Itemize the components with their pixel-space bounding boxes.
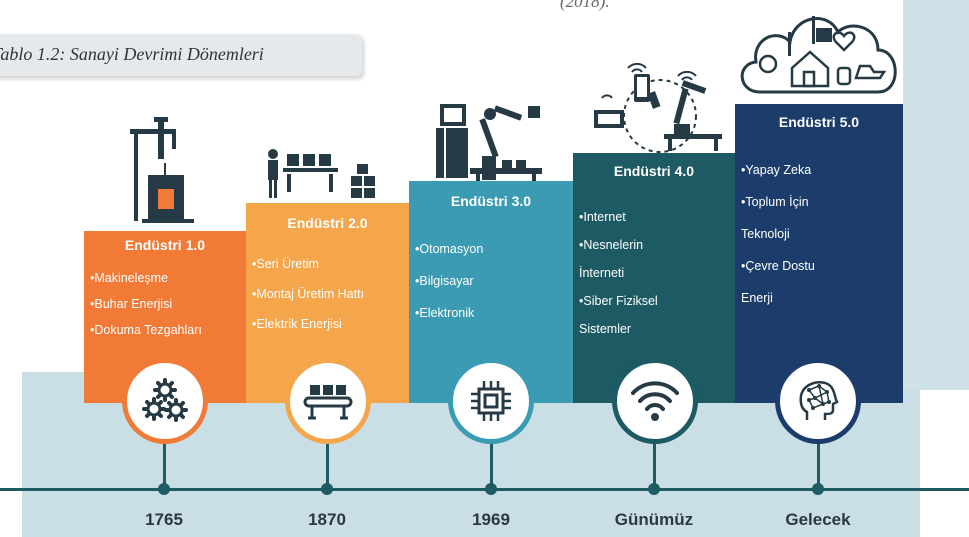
stage-title: Endüstri 2.0 bbox=[287, 215, 368, 231]
stage-icon-circle bbox=[612, 358, 698, 444]
bullet-item: •Otomasyon bbox=[415, 242, 484, 256]
timeline-stem bbox=[490, 440, 493, 490]
conveyor-worker-illustration bbox=[268, 149, 375, 198]
robot-arm-computer-illustration bbox=[436, 104, 542, 186]
iot-devices-illustration bbox=[594, 62, 722, 153]
timeline-stem bbox=[817, 440, 820, 490]
bullet-item: •Elektrik Enerjisi bbox=[252, 317, 342, 331]
year-label: Gelecek bbox=[785, 510, 851, 529]
stage-title: Endüstri 5.0 bbox=[778, 114, 860, 130]
wifi-icon bbox=[631, 381, 679, 421]
bullet-item: •Elektronik bbox=[415, 306, 475, 320]
timeline-dot bbox=[158, 483, 170, 495]
year-label: 1765 bbox=[145, 510, 183, 529]
stage-bullets: •Otomasyon •Bilgisayar •Elektronik bbox=[415, 233, 571, 329]
stage-endustri-2: Endüstri 2.0 •Seri Üretim •Montaj Üretim… bbox=[246, 203, 409, 403]
stage-icon-circle bbox=[285, 358, 371, 444]
stage-endustri-4: Endüstri 4.0 •Internet •Nesnelerin İnter… bbox=[573, 153, 735, 403]
bullet-item: Sistemler bbox=[579, 322, 632, 336]
year-label: 1870 bbox=[308, 510, 346, 529]
bullet-item: Teknoloji bbox=[741, 227, 790, 241]
timeline-stem bbox=[163, 440, 166, 490]
steam-machine-illustration bbox=[130, 117, 194, 223]
bullet-item: Enerji bbox=[741, 291, 773, 305]
bullet-item: •Yapay Zeka bbox=[741, 163, 812, 177]
timeline-stem bbox=[326, 440, 329, 490]
timeline-stem bbox=[653, 440, 656, 490]
timeline-dot bbox=[485, 483, 497, 495]
timeline-dot bbox=[321, 483, 333, 495]
bullet-item: •Montaj Üretim Hattı bbox=[252, 287, 365, 301]
year-label: 1969 bbox=[472, 510, 510, 529]
bullet-item: •Nesnelerin bbox=[579, 238, 644, 252]
timeline-dot bbox=[812, 483, 824, 495]
timeline-axis bbox=[0, 488, 969, 491]
bullet-item: •Makineleşme bbox=[90, 271, 169, 285]
ai-head-icon bbox=[799, 381, 839, 420]
stage-title: Endüstri 4.0 bbox=[613, 163, 695, 179]
stage-title: Endüstri 1.0 bbox=[124, 237, 206, 253]
conveyor-icon bbox=[303, 385, 353, 420]
timeline-dot bbox=[648, 483, 660, 495]
bullet-item: •Internet bbox=[579, 210, 626, 224]
chip-icon bbox=[471, 381, 511, 421]
stage-icon-circle bbox=[775, 358, 861, 444]
stage-bullets: •Seri Üretim •Montaj Üretim Hattı •Elekt… bbox=[252, 249, 407, 339]
stage-icon-circle bbox=[448, 358, 534, 444]
bullet-item: •Bilgisayar bbox=[415, 274, 474, 288]
stage-endustri-5: Endüstri 5.0 •Yapay Zeka •Toplum İçin Te… bbox=[735, 104, 903, 403]
gears-icon bbox=[142, 378, 188, 422]
stage-bullets: •Makineleşme •Buhar Enerjisi •Dokuma Tez… bbox=[90, 265, 244, 343]
caption-text: Tablo 1.2: Sanayi Devrimi Dönemleri bbox=[0, 44, 264, 64]
stage-bullets: •Yapay Zeka •Toplum İçin Teknoloji •Çevr… bbox=[741, 154, 901, 314]
bullet-item: •Seri Üretim bbox=[252, 257, 319, 271]
bullet-item: •Dokuma Tezgahları bbox=[90, 323, 202, 337]
smart-cloud-illustration bbox=[740, 16, 897, 94]
bullet-item: İnterneti bbox=[579, 266, 625, 280]
table-caption: Tablo 1.2: Sanayi Devrimi Dönemleri bbox=[0, 34, 362, 76]
year-label: Günümüz bbox=[614, 510, 694, 529]
bullet-item: •Toplum İçin bbox=[741, 195, 809, 209]
stage-title: Endüstri 3.0 bbox=[450, 193, 532, 209]
bullet-item: •Siber Fiziksel bbox=[579, 294, 658, 308]
stage-icon-circle bbox=[122, 358, 208, 444]
stage-bullets: •Internet •Nesnelerin İnterneti •Siber F… bbox=[579, 203, 733, 343]
bullet-item: •Buhar Enerjisi bbox=[90, 297, 173, 311]
bullet-item: •Çevre Dostu bbox=[741, 259, 815, 273]
top-fragment-text: (2018). bbox=[560, 0, 610, 11]
